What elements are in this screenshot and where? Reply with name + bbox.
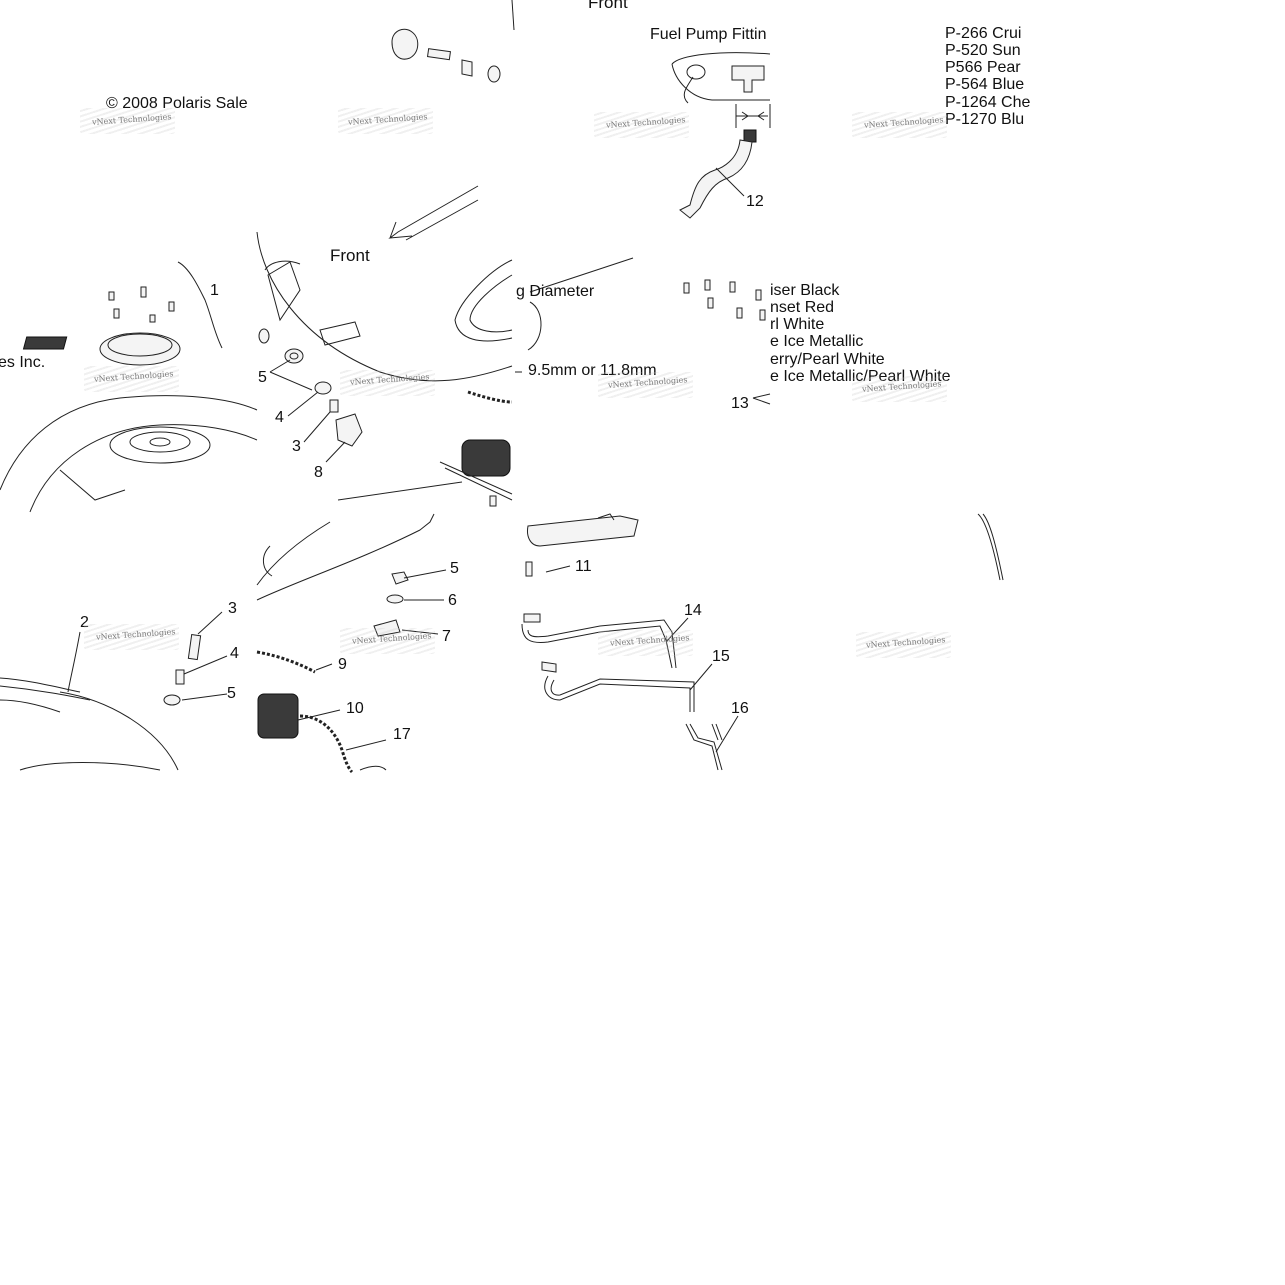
callout-14: 14 [684,602,702,619]
top-fittings [391,0,515,83]
callout-5a: 5 [227,685,236,702]
callout-15: 15 [712,648,730,665]
fuel-pump-fitting-detail [671,52,771,219]
callout-10: 10 [346,700,364,717]
watermark-ghost [80,108,175,134]
watermark-ghost [340,370,435,396]
grommet-washer-screw-stack [258,328,363,447]
callout-3b: 3 [292,438,301,455]
paint-code-6: P-1270 Blu [945,111,1025,128]
fuel-pump-module [337,390,513,507]
paint-name-2: nset Red [770,299,835,316]
callout-11: 11 [575,558,592,575]
leader-lines-11-14-15-16 [545,565,739,753]
callout-5c: 5 [450,560,459,577]
paint-code-4: P-564 Blue [945,76,1025,93]
mounting-screws-13 [683,279,766,321]
fuel-tank-lower [0,633,202,771]
watermark-ghost [340,628,435,654]
callout-17: 17 [393,726,411,743]
paint-name-4: e Ice Metallic [770,333,864,350]
fuel-cap-assembly [22,332,181,366]
copyright-text: © 2008 Polaris Sale [106,95,248,112]
callout-13: 13 [731,395,749,412]
leader-line-12 [715,167,745,197]
fitting-sizes-label: 9.5mm or 11.8mm [528,362,657,379]
watermark-ghost [338,108,433,134]
fitting-diameter-detail [515,257,634,373]
fuel-lines [521,513,723,771]
watermark-ghost [852,376,947,402]
callout-5b: 5 [258,369,267,386]
callout-1: 1 [210,282,219,299]
callout-6: 6 [448,592,457,609]
watermark-ghost [852,112,947,138]
front-label-top: Front [588,0,628,12]
tank-edge-line [977,513,1001,581]
fuel-cap-screws [108,286,175,323]
leader-lines-5-6-7-9-10-17 [297,569,447,751]
callout-2: 2 [80,614,89,631]
paint-name-6: e Ice Metallic/Pearl White [770,368,951,385]
fuel-pump-fitting-label: Fuel Pump Fittin [650,26,767,43]
paint-code-2: P-520 Sun [945,42,1021,59]
leader-lines-2-3-4-5 [67,611,228,701]
callout-9: 9 [338,656,347,673]
tank-edge-line-2 [982,513,1004,581]
leader-line-13 [752,393,771,405]
watermark-ghost [84,624,179,650]
paint-code-5: P-1264 Che [945,94,1031,111]
fitting-diameter-label: g Diameter [516,283,595,300]
front-label-mid: Front [330,246,370,265]
paint-name-5: erry/Pearl White [770,351,885,368]
callout-4b: 4 [275,409,284,426]
callout-7: 7 [442,628,451,645]
paint-code-1: P-266 Crui [945,25,1022,42]
watermark-ghost [84,366,179,392]
fuel-tank-side [256,231,513,382]
watermark-ghost [598,630,693,656]
callout-16: 16 [731,700,749,717]
paint-name-1: iser Black [770,282,840,299]
leader-line-1 [177,261,223,349]
tank-bottom-parts [256,513,435,774]
paint-name-3: rl White [770,316,825,333]
callout-12: 12 [746,193,764,210]
watermark-ghost [594,112,689,138]
watermark-ghost [856,632,951,658]
paint-code-3: P566 Pear [945,59,1021,76]
front-arrow [388,185,479,241]
watermark-ghost [598,372,693,398]
fuel-tank-top [0,395,258,513]
callout-4a: 4 [230,645,239,662]
copyright-tail-text: es Inc. [0,354,46,371]
leader-lines-5-4-3-8 [269,359,346,463]
callout-8: 8 [314,464,323,481]
callout-3a: 3 [228,600,237,617]
